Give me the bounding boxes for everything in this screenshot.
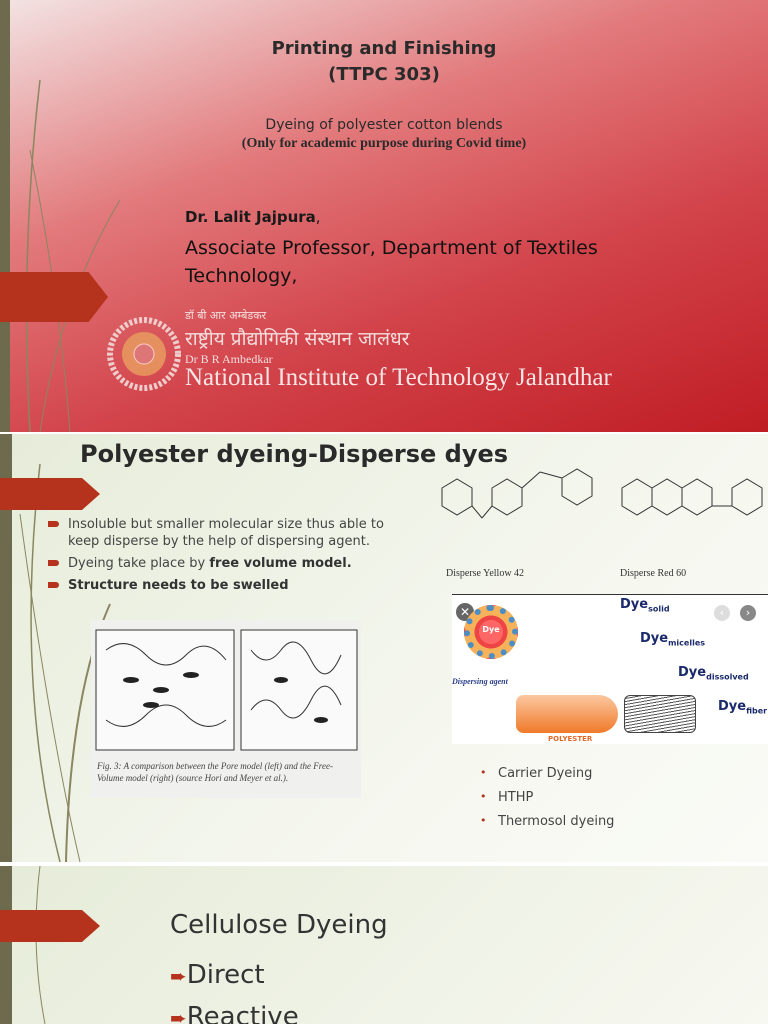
sidebar-bar — [0, 434, 12, 862]
method-item: Carrier Dyeing — [480, 766, 614, 781]
dyeing-methods-list: Carrier Dyeing HTHP Thermosol dyeing — [480, 766, 614, 838]
designation-line2: Technology, — [185, 265, 298, 287]
state-dye-label: Dye — [620, 597, 649, 612]
bullet-text: Insoluble but smaller molecular size thu… — [68, 517, 384, 549]
state-dye-label: Dye — [640, 631, 669, 646]
list-item: ➨Reactive — [170, 1002, 299, 1024]
method-item: HTHP — [480, 790, 614, 805]
state-fiber: Dyefiber — [718, 699, 767, 716]
bullet-item: Dyeing take place by free volume model. — [48, 555, 408, 572]
bullet-list: Insoluble but smaller molecular size thu… — [48, 516, 408, 599]
author: Dr. Lalit Jajpura, — [185, 208, 321, 226]
bullet-item: Structure needs to be swelled — [48, 577, 408, 594]
arrow-bullet-icon: ➨ — [170, 1006, 187, 1024]
dispersing-agent-label: Dispersing agent — [452, 677, 508, 686]
state-subscript: fiber — [746, 706, 768, 716]
model-illustration — [95, 629, 358, 751]
logo-hindi-line1: डॉ बी आर अम्बेडकर — [185, 309, 267, 322]
method-item: Thermosol dyeing — [480, 814, 614, 829]
bullet-text: Dyeing take place by — [68, 556, 210, 571]
list-item-label: Reactive — [186, 1002, 299, 1024]
dye-micelle: Dye — [464, 605, 518, 659]
state-solid: Dyesolid — [620, 597, 670, 614]
chevron-right-icon[interactable]: › — [740, 605, 756, 621]
polyester-label: POLYESTER — [548, 735, 593, 743]
polyester-fiber — [516, 695, 618, 733]
author-name: Dr. Lalit Jajpura — [185, 208, 316, 226]
state-subscript: solid — [648, 604, 670, 614]
bullet-punctuation: . — [346, 556, 352, 571]
arrow-marker — [0, 910, 100, 942]
structure-label: Disperse Yellow 42 — [446, 568, 525, 579]
figure-caption: Fig. 3: A comparison between the Pore mo… — [97, 761, 333, 783]
state-dye-label: Dye — [678, 665, 707, 680]
course-title: Printing and Finishing — [271, 38, 497, 59]
state-dissolved: Dyedissolved — [678, 665, 749, 682]
arrow-marker — [0, 272, 108, 322]
structure-label: Disperse Red 60 — [620, 568, 687, 579]
structure-drawings — [441, 468, 763, 519]
emblem-icon — [107, 317, 181, 391]
dye-label: Dye — [482, 625, 500, 634]
list-item-label: Direct — [186, 960, 265, 990]
author-suffix: , — [315, 208, 321, 226]
slide-title: Cellulose Dyeing — [170, 910, 388, 940]
state-micelles: Dyemicelles — [640, 631, 705, 648]
fiber-structure — [624, 695, 696, 733]
bullet-item: Insoluble but smaller molecular size thu… — [48, 516, 408, 550]
pore-model-figure: Fig. 3: A comparison between the Pore mo… — [91, 620, 361, 798]
logo-english-line2: National Institute of Technology Jalandh… — [185, 364, 612, 391]
slide-title: Polyester dyeing-Disperse dyes — [80, 440, 509, 468]
bullet-bold-text: free volume model — [209, 556, 347, 571]
designation-line1: Associate Professor, Department of Texti… — [185, 237, 598, 259]
topic: Dyeing of polyester cotton blends — [265, 117, 503, 133]
state-subscript: dissolved — [706, 672, 749, 682]
bullet-bold-text: Structure needs to be swelled — [68, 578, 289, 593]
note: (Only for academic purpose during Covid … — [241, 136, 527, 151]
slide-polyester-dyeing: Polyester dyeing-Disperse dyes Insoluble… — [0, 434, 768, 862]
disperse-dyeing-diagram: ✕ ‹ › Dye Dispersing agent POLYESTER Dye… — [452, 594, 768, 744]
arrow-marker — [0, 478, 100, 510]
list-item: ➨Direct — [170, 960, 265, 990]
sidebar-bar — [0, 0, 10, 432]
decorative-lines — [35, 866, 46, 1024]
logo-hindi-line2: राष्ट्रीय प्रौद्योगिकी संस्थान जालंधर — [185, 328, 410, 350]
logo-english-line1: Dr B R Ambedkar — [185, 352, 273, 366]
chemical-structures: Disperse Yellow 42 Disperse Red 60 — [432, 448, 768, 582]
sidebar-bar — [0, 866, 12, 1024]
state-subscript: micelles — [668, 638, 706, 648]
slide-title: Printing and Finishing (TTPC 303) Dyeing… — [0, 0, 768, 432]
slide-cellulose-dyeing: Cellulose Dyeing ➨Direct ➨Reactive — [0, 866, 768, 1024]
state-dye-label: Dye — [718, 699, 747, 714]
chevron-left-icon[interactable]: ‹ — [714, 605, 730, 621]
arrow-bullet-icon: ➨ — [170, 964, 187, 988]
course-code: (TTPC 303) — [328, 64, 440, 85]
